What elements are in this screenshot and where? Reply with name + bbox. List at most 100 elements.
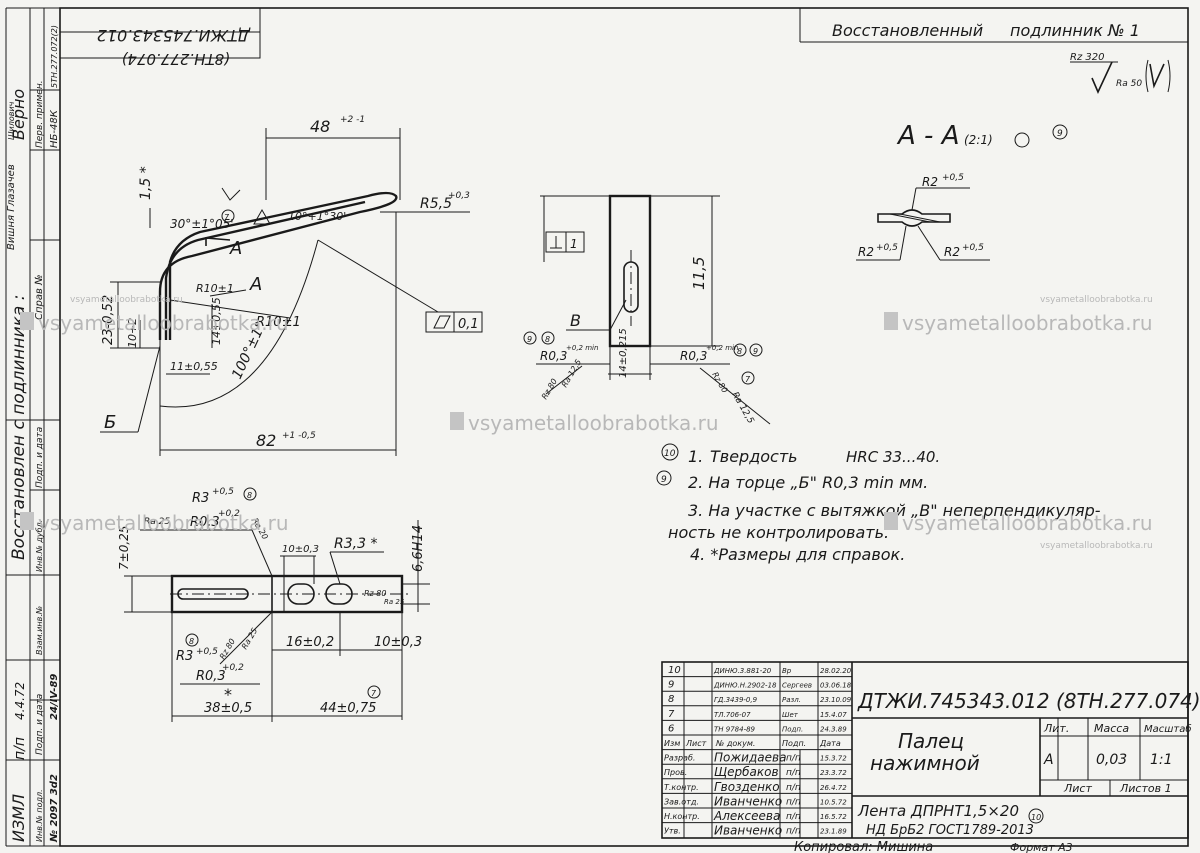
perv-primen-value: НБ-48К [49, 109, 60, 148]
role-sig: п/п [786, 827, 801, 837]
inv-podl-label: Инв.№ подл. [35, 789, 44, 842]
dim-11: 11±0,55 [170, 360, 218, 373]
svg-text:+0,5: +0,5 [876, 243, 898, 253]
top-code-rotated: ДТЖИ.745343.012 [97, 26, 251, 45]
ra25-bottom: Ra 25 [384, 598, 405, 606]
svg-text:Ra 50: Ra 50 [1116, 79, 1142, 89]
angle-10: 10°+1°30' [288, 210, 346, 223]
dim-48: 48 [310, 117, 330, 136]
r0-3-top: R0,3 [190, 515, 220, 530]
left-strip: Восстановлен с подлинника : Верно Шилови… [6, 25, 251, 843]
dim-10: 10+2 [126, 318, 139, 348]
svg-text:vsyametalloobrabotka.ru: vsyametalloobrabotka.ru [38, 311, 289, 335]
r0-3-bottom: R0,3 [196, 669, 226, 684]
change-row-num: 9 [668, 680, 674, 691]
podp-value: 24/IV-89 [49, 674, 60, 720]
izm-date: 4.4.72 [13, 682, 27, 720]
change-row-num: 6 [668, 723, 674, 734]
role-name: Иванченко [714, 824, 782, 838]
svg-text:+0,3: +0,3 [448, 191, 470, 201]
material-1: Лента ДПРНТ1,5×20 [857, 802, 1019, 820]
role-date: 10.5.72 [820, 798, 847, 806]
designation: ДТЖИ.745343.012 (8ТН.277.074) [857, 689, 1200, 713]
rz80-left: Rz 80 [540, 377, 559, 401]
r3-top: R3 [192, 491, 209, 506]
note-1-num: 1. [688, 447, 703, 466]
dim-7: 7±0,25 [117, 526, 131, 570]
svg-text:vsyametalloobrabotka.ru: vsyametalloobrabotka.ru [902, 311, 1153, 335]
flatness-value: 0,1 [458, 317, 479, 332]
part-profile-outer [158, 191, 398, 340]
vzam-inv-label: Взам.инв.№ [35, 606, 44, 655]
rz80-bottom: Rz 80 [364, 589, 386, 598]
role-name: Иванченко [714, 794, 782, 808]
dim-10-right: 10±0,3 [374, 635, 422, 650]
svg-text:7: 7 [224, 213, 230, 222]
role-date: 16.5.72 [820, 813, 847, 821]
role-name: Щербаков [714, 765, 779, 779]
svg-text:+0,5: +0,5 [212, 487, 234, 497]
change-row-date: 28.02.20 [820, 667, 852, 675]
side-view-body [608, 194, 652, 348]
rz80-right: Rz 80 [710, 371, 729, 395]
radius-r5-5: R5,5 [420, 196, 452, 212]
r2-top: R2 [922, 175, 938, 189]
svg-text:7: 7 [745, 375, 751, 384]
restored-original-label: Восстановленный [832, 21, 983, 40]
izm-label: ИЗМЛ [9, 794, 28, 842]
svg-text:+2 -1: +2 -1 [340, 115, 365, 125]
change-row-sig: Шет [782, 711, 799, 719]
role-name: Пожидаева [714, 751, 786, 765]
role-date: 15.3.72 [820, 755, 847, 763]
signature-text: Вишня Глазачев [6, 164, 17, 250]
svg-text:+0,2: +0,2 [218, 509, 240, 519]
change-row-sig: Сергеев [782, 682, 812, 690]
change-header-list: Лист [685, 739, 707, 748]
svg-text:10: 10 [1031, 813, 1041, 822]
part-name-2: нажимной [870, 751, 980, 775]
note-4: 4. *Размеры для справок. [690, 545, 905, 564]
role-label: Зав.отд. [664, 797, 699, 806]
role-label: Т.контр. [664, 783, 699, 792]
note-3b: ность не контролировать. [668, 523, 889, 542]
part-name-1: Палец [898, 729, 964, 753]
perpendicularity-value: 1 [570, 237, 578, 251]
svg-text:10: 10 [664, 449, 676, 459]
material-2: НД БрБ2 ГОСТ1789-2013 [866, 823, 1034, 838]
dim-thickness: 1,5 * [138, 166, 154, 200]
watermarks: vsyametalloobrabotka.ru vsyametalloobrab… [20, 295, 1153, 551]
role-label: Утв. [664, 827, 681, 836]
change-row-doc: ДИНЮ.Н.2902-18 [713, 682, 777, 690]
dim-44: 44±0,75 [320, 701, 376, 716]
ra12-5-right: Ra 12,5 [729, 391, 755, 426]
original-number: подлинник № 1 [1010, 21, 1140, 40]
star-mark: * [224, 685, 232, 704]
role-sig: п/п [786, 768, 801, 778]
dim-38: 38±0,5 [204, 701, 252, 716]
ra25-top: Ra 25 [144, 517, 170, 527]
sprav-label: Справ № [34, 275, 45, 320]
role-label: Н.контр. [664, 812, 700, 821]
masshtab-label: Масштаб [1144, 723, 1192, 735]
svg-text:+0,2 min: +0,2 min [566, 344, 598, 352]
svg-text:vsyametalloobrabotka.ru: vsyametalloobrabotka.ru [70, 295, 183, 305]
technical-notes: 10 1. Твердость HRC 33...40. 9 2. На тор… [656, 443, 1101, 564]
dim-11-5: 11,5 [690, 257, 708, 290]
restored-from-original: Восстановлен с подлинника : [9, 295, 29, 560]
section-a-a: A - A (2:1) 9 R2 +0,5 R2 +0,5 R2 +0,5 [856, 121, 1068, 261]
podp-data-label-2: Подп. и дата [35, 694, 45, 755]
svg-text:vsyametalloobrabotka.ru: vsyametalloobrabotka.ru [1040, 541, 1153, 551]
angle-30: 30°±1°05' [170, 217, 234, 231]
change-row-date: 15.4.07 [820, 711, 847, 719]
svg-text:vsyametalloobrabotka.ru: vsyametalloobrabotka.ru [38, 511, 289, 535]
bottom-view: R3 +0,5 8 R0,3 +0,2 Ra 25 Ra 20 7±0,25 1… [117, 487, 430, 722]
section-a-top: A [229, 238, 242, 259]
perv-primen-label: Перв. примен. [35, 80, 45, 148]
svg-text:vsyametalloobrabotka.ru: vsyametalloobrabotka.ru [468, 411, 719, 435]
section-title: A - A [896, 121, 959, 151]
svg-text:9: 9 [753, 347, 758, 356]
code-value: 5ТН.277.072(2) [50, 25, 59, 88]
svg-text:8: 8 [247, 491, 252, 500]
svg-text:8: 8 [737, 347, 742, 356]
watermark-1: vsyametalloobrabotka.ru [20, 311, 289, 335]
